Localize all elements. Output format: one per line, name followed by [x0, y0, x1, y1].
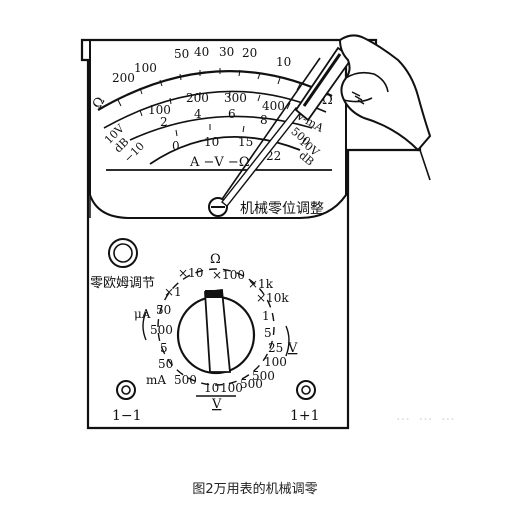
dial-x1k: ×1k [248, 277, 274, 291]
scale-arc-db [149, 136, 301, 165]
dial-omega: Ω [210, 252, 221, 267]
jack-left-inner [121, 385, 131, 395]
dial-ma-5: 5 [160, 341, 168, 355]
db-tick-0: 0 [172, 139, 180, 153]
dial-bracket-right [285, 325, 290, 357]
range-dial-pointer-mark [205, 290, 222, 298]
dial-ma-50: 50 [158, 357, 173, 371]
dc-tick-100: 100 [148, 103, 171, 117]
unit-label: A −V −Ω [189, 155, 250, 170]
screwdriver-grip-line [302, 53, 342, 107]
mid-tick-2: 2 [160, 115, 168, 129]
ohm-symbol-left: Ω [90, 95, 108, 112]
mid-tick-8: 8 [260, 113, 268, 127]
jack-right-inner [301, 385, 311, 395]
dial-x100: ×100 [212, 268, 245, 282]
dc-tick-200: 200 [186, 91, 209, 105]
dial-v-100: 100 [264, 355, 287, 369]
jack-right-label: 1+1 [290, 408, 320, 424]
hand-wrist [419, 149, 431, 181]
dial-x10: ×10 [178, 266, 203, 280]
dial-bracket-left [142, 311, 147, 341]
dial-v-5: 5 [264, 326, 272, 340]
dial-v-25: 25 [268, 341, 283, 355]
dial-ac-10: 10 [204, 381, 219, 395]
dial-ac-500: 500 [240, 377, 263, 391]
hand-outline [338, 34, 432, 152]
dial-v-1: 1 [262, 309, 270, 323]
dial-v-unit-bottom: V [211, 397, 222, 412]
dial-ac-100: 100 [220, 381, 243, 395]
meter-needle [217, 57, 321, 206]
ohm-tick-20: 20 [242, 46, 257, 60]
ohm-tick-10: 10 [276, 55, 291, 69]
dial-x1: ×1 [164, 285, 182, 299]
dc-tick-400: 400 [262, 99, 285, 113]
ohm-tick-200: 200 [112, 71, 135, 85]
dial-x10k: ×10k [256, 291, 289, 305]
range-dial-ring [157, 268, 275, 386]
dial-ua-50: 50 [156, 303, 171, 317]
scale-arc-outer [97, 70, 333, 111]
mid-tick-6: 6 [228, 107, 236, 121]
ohm-tick-50: 50 [174, 47, 189, 61]
watermark: … … … [396, 408, 457, 424]
hand-nail [351, 91, 365, 105]
dial-ua-500: 500 [150, 323, 173, 337]
dial-v-500-right: 500 [252, 369, 275, 383]
mech-zero-label: 机械零位调整 [240, 201, 324, 217]
ohm-zero-knob-inner [113, 243, 133, 263]
meter-window [89, 39, 347, 219]
ohm-tick-100: 100 [134, 61, 157, 75]
dial-ma-500: 500 [174, 373, 197, 387]
ohm-tick-40: 40 [194, 45, 209, 59]
scale-arc-inner [103, 90, 327, 129]
db-tick-15: 15 [238, 135, 253, 149]
figure-caption: 图2万用表的机械调零 [192, 482, 318, 497]
dial-v-unit-right: V [287, 341, 298, 356]
ohm-symbol-right: Ω [322, 93, 333, 108]
jack-left-label: 1−1 [112, 408, 142, 424]
dial-ma: mA [146, 373, 166, 387]
db-tick-10: 10 [204, 135, 219, 149]
hand-finger [345, 71, 389, 93]
dc-tick-300: 300 [224, 91, 247, 105]
ohm-tick-30: 30 [219, 45, 234, 59]
dial-ua: μA [134, 307, 151, 321]
ohm-zero-label: 零欧姆调节 [90, 276, 155, 291]
mid-tick-4: 4 [194, 107, 202, 121]
